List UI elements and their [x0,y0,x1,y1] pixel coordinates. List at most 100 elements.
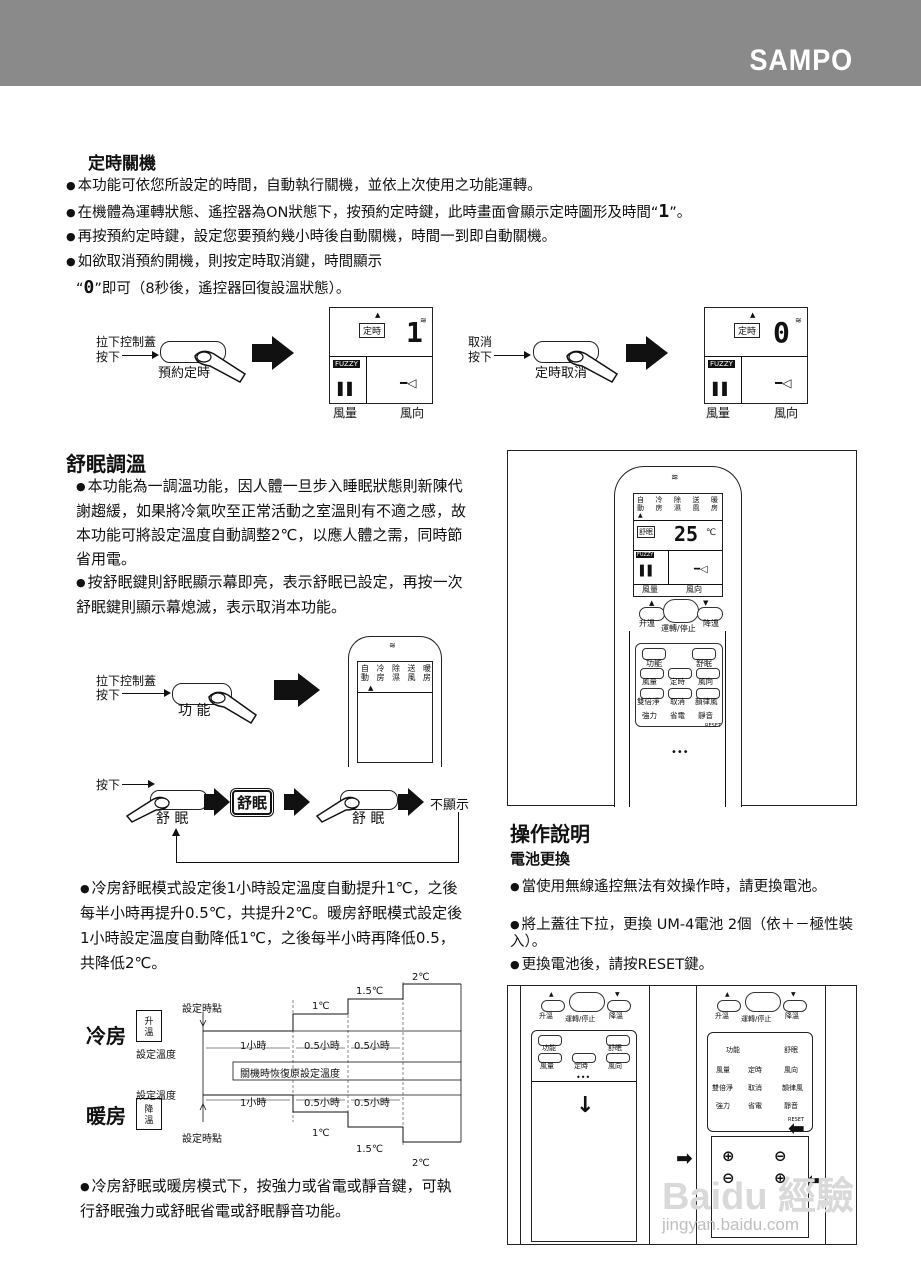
lr-dir-key[interactable] [606,1053,630,1063]
sleep-button-label-1: 舒 眠 [156,811,189,827]
rb-key-save: 省電 [670,711,685,720]
lcd-divider-v [366,356,367,403]
rb-function-key[interactable] [642,648,666,660]
rb-mode-heat: 暖房 [711,496,718,512]
rb-down-key[interactable] [697,607,723,621]
timer-bullet-1: 本功能可依您所設定的時間，自動執行關機，並依上次使用之功能運轉。 [66,173,542,199]
sleep-power-bullet: 冷房舒眠或暖房模式下，按強力或省電或靜音鍵，可執行舒眠強力或舒眠省電或舒眠靜音功… [80,1174,466,1224]
rr-quiet-label: 靜音 [784,1102,798,1110]
rb-dir-key[interactable] [696,668,720,679]
rb-lcd-line [634,520,722,521]
rb-key-dir: 風向 [698,677,713,686]
rb-louver: ━◁ [694,564,708,575]
heating-label: 暖房 [86,1104,126,1128]
pointer-arrowhead [152,351,159,359]
finger-icon [194,350,247,383]
rb-up-label: 升溫 [639,619,655,628]
rb-sleep-key[interactable] [692,648,716,660]
rr-rhythm-label: 韻律風 [782,1084,803,1092]
rb-reset-label: RESET [705,723,722,729]
lr-up-arrow: ▲ [549,991,554,998]
seq-arrow-1-body [204,794,214,810]
rr-down-label: 降溫 [785,1012,799,1020]
rb-func-label: 功能 [646,659,662,668]
one-deg-bottom: 1℃ [312,1128,330,1139]
mode-labels: 自動 冷房 除濕 送風 暖房 [361,664,431,682]
rise-label: 升溫 [144,1017,154,1038]
set-point-arrow-bottom [199,1103,207,1111]
remote-body: ≋ 自動 冷房 除濕 送風 暖房 ▲ 舒眠 25 ℃ FUZZY ▌▌ ━◁ 風… [614,466,742,807]
brand-logo: SAMPO [749,44,853,77]
rb-keypad: 功能 舒眠 風量 定時 風向 雙倍淨 取消 韻律風 強力 省電 靜音 [635,643,723,727]
sleep-display-tag: 舒眠 [229,788,275,817]
press-label-3: 按下 [96,688,121,702]
timer-bullet-3: 再按預約定時鍵，設定您要預約幾小時後自動關機，時間一到即自動關機。 [66,224,557,250]
lr-down-arrow: ▼ [615,991,620,998]
slide-down-arrow-icon: ↓ [576,1093,595,1118]
cool-step-line [203,983,461,1032]
rb-fan-label: 風量 [642,585,658,594]
cancel-label: 取消 [468,335,493,349]
rr-run-label: 運轉/停止 [741,1015,772,1023]
pointer-line-2 [494,355,528,356]
rb-down-label: 降溫 [703,619,719,628]
rr-double-label: 雙倍淨 [712,1084,733,1092]
rb-unit: ℃ [706,528,717,538]
rr-up-key[interactable] [717,1000,741,1012]
left-remote: ▲ ▼ 升溫 運轉/停止 降溫 功能 舒眠 風量 定時 風向 ••• ↓ [520,986,650,1244]
rise-arrow-icon: 升溫 [136,1010,162,1042]
half-hour-bottom-2: 0.5小時 [354,1098,390,1109]
timer-off-title: 定時關機 [88,154,156,174]
rr-up-label: 升溫 [715,1012,729,1020]
loop-line-right [458,812,459,862]
lcd-fuzzy-2: FUZZY [708,360,735,368]
rb-double-key[interactable] [640,688,664,699]
rb-rhythm-key[interactable] [696,688,720,699]
lr-timer-key[interactable] [572,1053,596,1063]
mode-heat: 暖房 [423,664,431,682]
remote-lcd: 自動 冷房 除濕 送風 暖房 ▲ [357,661,433,763]
no-display-label: 不顯示 [430,798,470,813]
mode-dry: 除濕 [392,664,400,682]
rr-down-key[interactable] [783,1000,807,1012]
rb-dots: ••• [671,747,689,758]
remote-ir-icon: ≋ [671,473,679,483]
lr-sleep-label: 舒眠 [608,1044,622,1052]
rr-timer-label: 定時 [748,1066,762,1074]
rb-fuzzy: FUZZY [636,552,655,558]
half-hour-top-1: 0.5小時 [304,1041,340,1052]
lr-func-key[interactable] [538,1035,562,1046]
set-point-arrow-top [199,1019,207,1027]
lr-up-key[interactable] [541,1000,565,1012]
pointer-line [122,355,156,356]
loop-arrowhead [172,828,180,836]
rb-cancel-key[interactable] [668,688,692,699]
direction-label: 風向 [400,406,425,420]
fan-bars-icon-2: ▌▌ [713,382,732,396]
half-hour-top-2: 0.5小時 [354,1041,390,1052]
plus-icon-1: ⊕ [722,1147,735,1165]
rr-dir-label: 風向 [784,1066,798,1074]
one-five-top: 1.5℃ [356,986,384,997]
remote-lcd-big: 自動 冷房 除濕 送風 暖房 ▲ 舒眠 25 ℃ FUZZY ▌▌ ━◁ 風量 … [633,493,723,597]
remote-signal-icon: ≋ [389,641,396,650]
rb-run-key[interactable] [663,599,699,623]
rb-fan-key[interactable] [640,668,664,679]
press-label: 按下 [96,350,121,364]
lr-run-key[interactable] [569,992,605,1012]
lr-sleep-key[interactable] [606,1035,630,1046]
lr-fan-key[interactable] [538,1053,562,1063]
rr-reset-label: RESET [788,1117,805,1123]
rb-mode-fan: 送風 [692,496,700,512]
rr-run-key[interactable] [745,992,781,1012]
lcd-display-2: ▲ 定時 0 ≋ FUZZY ▌▌ ━◁ [704,307,808,404]
lr-down-key[interactable] [607,1000,631,1012]
rb-timer-key[interactable] [668,668,692,679]
rb-sleep-label: 舒眠 [696,659,712,668]
timer-bullet-2: 在機體為運轉狀態、遙控器為ON狀態下，按預約定時鍵，此時畫面會顯示定時圖形及時間… [66,199,692,226]
one-five-bottom: 1.5℃ [356,1144,384,1155]
seq-pointer-line [122,784,150,785]
rb-key-cancel: 取消 [670,697,685,706]
lr-fan-label: 風量 [540,1062,554,1070]
finger-icon-5 [315,796,360,823]
